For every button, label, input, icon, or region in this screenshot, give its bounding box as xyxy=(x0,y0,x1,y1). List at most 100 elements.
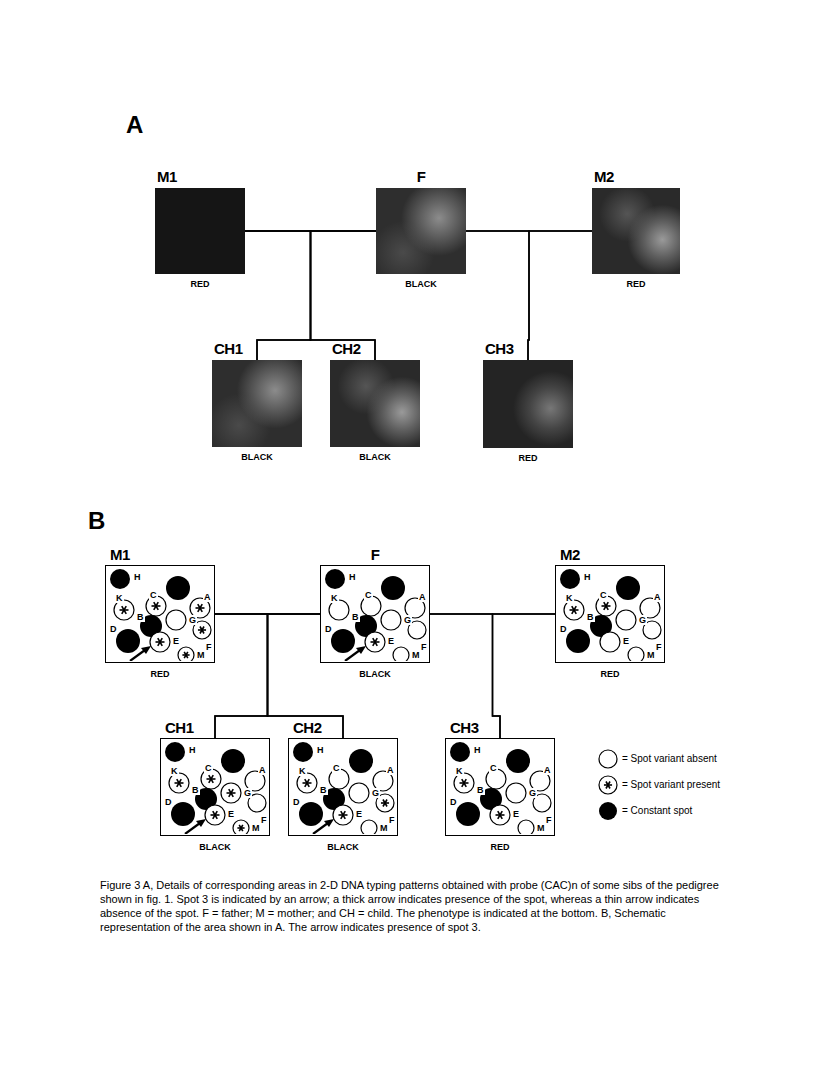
spot-letter: K xyxy=(565,593,574,603)
spot-letter: G xyxy=(528,788,537,798)
member-label: CH3 xyxy=(450,720,479,736)
asterisk-mark xyxy=(229,789,234,797)
spot-letter: E xyxy=(355,809,363,819)
spot-letter: F xyxy=(388,815,396,825)
asterisk-mark xyxy=(341,811,346,819)
phenotype-label: RED xyxy=(600,669,619,679)
spot-letter: F xyxy=(420,642,428,652)
spot-letter: H xyxy=(133,572,142,582)
spot-letter: B xyxy=(136,612,145,622)
spot-letter: D xyxy=(109,624,118,634)
gel-panel: CH3RED xyxy=(483,360,573,448)
spot-schematic xyxy=(161,739,268,834)
asterisk-mark xyxy=(239,825,243,831)
variant-absent-spot xyxy=(599,750,617,768)
spot-letter: G xyxy=(188,615,197,625)
constant-spot xyxy=(299,802,323,826)
panel-letter: A xyxy=(126,112,143,138)
variant-present-spot xyxy=(150,632,170,652)
asterisk-mark xyxy=(604,602,609,610)
gel-panel: CH1BLACK xyxy=(212,360,302,447)
spot-letter: C xyxy=(599,590,608,600)
legend-text: = Constant spot xyxy=(622,805,692,817)
constant-spot xyxy=(116,629,140,653)
spot-letter: K xyxy=(455,766,464,776)
spot-letter: B xyxy=(586,612,595,622)
member-label: CH2 xyxy=(293,720,322,736)
asterisk-mark xyxy=(213,811,218,819)
spot-letter: C xyxy=(204,763,213,773)
spot-letter: B xyxy=(351,612,360,622)
spot-letter: E xyxy=(172,636,180,646)
spot-letter: K xyxy=(115,593,124,603)
pedigree-line xyxy=(215,614,268,738)
asterisk-mark xyxy=(383,799,387,806)
schematic-panel: M2REDHKCABDGFEM xyxy=(555,565,665,663)
spot-letter: F xyxy=(545,815,553,825)
spot-letter: A xyxy=(386,765,395,775)
asterisk-mark xyxy=(213,811,218,819)
spot-letter: C xyxy=(489,763,498,773)
asterisk-mark xyxy=(184,652,188,658)
variant-present-spot xyxy=(365,632,385,652)
member-label: F xyxy=(371,547,380,563)
variant-present-spot xyxy=(564,600,584,620)
variant-present-spot xyxy=(333,805,353,825)
constant-spot xyxy=(325,569,345,589)
spot-arrow xyxy=(130,650,145,661)
constant-spot xyxy=(331,629,355,653)
constant-spot xyxy=(293,742,313,762)
spot-letter: D xyxy=(292,797,301,807)
constant-spot xyxy=(456,802,480,826)
asterisk-mark xyxy=(122,606,127,614)
spot-schematic xyxy=(106,566,213,661)
pedigree-line xyxy=(311,231,377,360)
constant-spot xyxy=(349,749,373,773)
spot-letter: K xyxy=(298,766,307,776)
spot-letter: M xyxy=(646,650,656,660)
asterisk-mark xyxy=(462,779,467,787)
asterisk-mark xyxy=(229,789,234,797)
spot-letter: D xyxy=(449,797,458,807)
asterisk-mark xyxy=(341,811,346,819)
asterisk-mark xyxy=(305,779,310,787)
asterisk-mark xyxy=(200,626,204,633)
variant-present-spot xyxy=(490,805,510,825)
asterisk-mark xyxy=(177,779,182,787)
legend-entry: = Constant spot xyxy=(597,800,692,822)
legend-entry: = Spot variant present xyxy=(597,774,720,796)
asterisk-mark xyxy=(122,606,127,614)
schematic-panel: FBLACKHKCABDGFEM xyxy=(320,565,430,663)
variant-present-spot xyxy=(454,773,474,793)
asterisk-mark xyxy=(209,775,214,783)
asterisk-mark xyxy=(572,606,577,614)
variant-present-spot xyxy=(169,773,189,793)
arrow-head xyxy=(356,646,366,654)
constant-spot xyxy=(616,576,640,600)
variant-absent-spot xyxy=(506,783,526,803)
spot-letter: H xyxy=(348,572,357,582)
constant-spot xyxy=(560,569,580,589)
legend-swatch xyxy=(597,774,619,796)
pedigree-line xyxy=(268,614,344,738)
asterisk-mark xyxy=(158,638,163,646)
constant-spot xyxy=(381,576,405,600)
spot-letter: B xyxy=(191,785,200,795)
spot-letter: A xyxy=(653,592,662,602)
spot-letter: M xyxy=(536,823,546,833)
spot-letter: G xyxy=(638,615,647,625)
spot-schematic xyxy=(446,739,553,834)
asterisk-mark xyxy=(498,811,503,819)
spot-arrow xyxy=(345,650,360,661)
spot-arrow xyxy=(313,823,328,834)
member-label: CH2 xyxy=(332,341,361,357)
spot-letter: M xyxy=(196,650,206,660)
variant-absent-spot xyxy=(381,610,401,630)
phenotype-label: RED xyxy=(490,842,509,852)
asterisk-mark xyxy=(606,781,610,788)
arrow-head xyxy=(196,819,206,827)
phenotype-label: BLACK xyxy=(199,842,231,852)
spot-letter: K xyxy=(330,593,339,603)
schematic-panel: CH1BLACKHKCABDGFEM xyxy=(160,738,270,836)
pedigree-line xyxy=(215,614,343,738)
